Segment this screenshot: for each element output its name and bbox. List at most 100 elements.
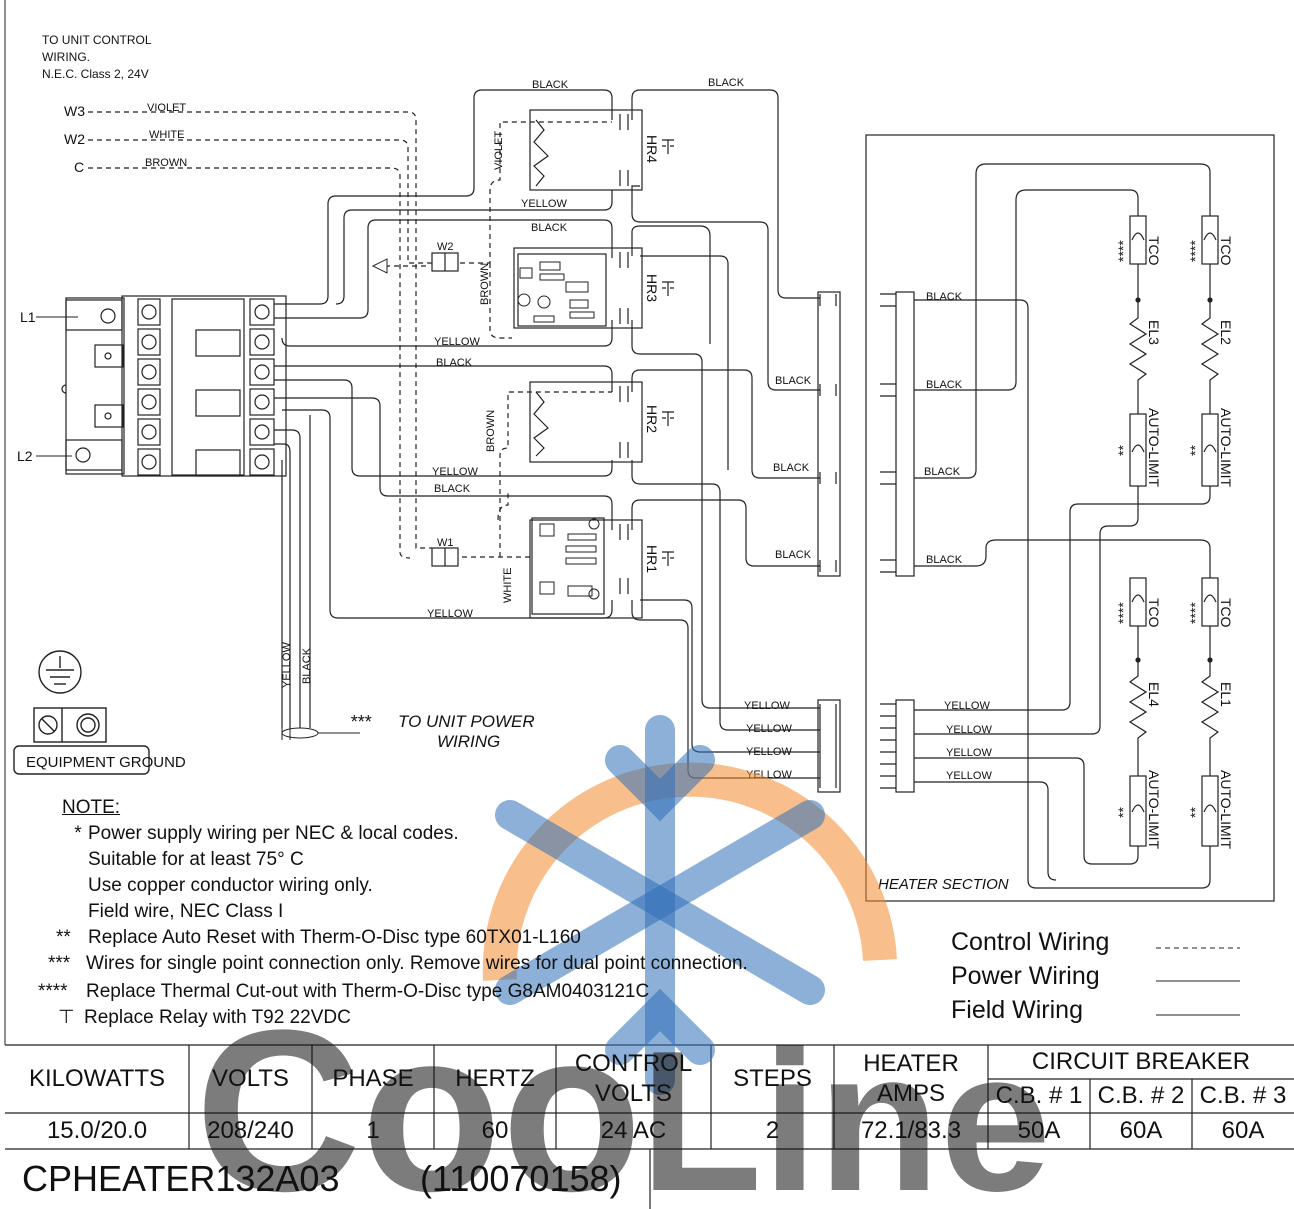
header-heater-amps: HEATER AMPS	[863, 1050, 959, 1107]
note-mark-8: ⊤	[58, 1007, 75, 1028]
auto-limit-label-1: AUTO-LIMIT	[1146, 408, 1162, 488]
model-name: CPHEATER132A03	[22, 1158, 340, 1199]
header-cb2: C.B. # 2	[1097, 1082, 1185, 1109]
note-text-2: Suitable for at least 75° C	[88, 849, 304, 870]
note-mark-1: *	[74, 823, 82, 844]
note-text-5: Replace Auto Reset with Therm-O-Disc typ…	[88, 927, 581, 948]
notes-title: NOTE:	[62, 797, 121, 818]
terminal-w3: W3	[64, 103, 85, 119]
wire-yellow-6: YELLOW	[746, 723, 792, 735]
value-control-volts: 24 AC	[600, 1117, 667, 1144]
element-el3: EL3	[1146, 320, 1162, 345]
wire-black-8: BLACK	[775, 549, 812, 561]
field-wiring-stars: ***	[350, 712, 372, 732]
tco-stars-1: ****	[1115, 240, 1131, 262]
heater-wire-yellow-4: YELLOW	[946, 770, 992, 782]
value-cb3: 60A	[1221, 1117, 1265, 1144]
terminal-w2: W2	[64, 131, 85, 147]
legend-field-wiring: Field Wiring	[951, 996, 1083, 1024]
tco-stars-3: ****	[1115, 602, 1131, 624]
note-mark-6: ***	[48, 953, 71, 974]
heater-wire-yellow-1: YELLOW	[944, 700, 990, 712]
wire-white-vertical: WHITE	[502, 568, 514, 603]
plug-connectors	[431, 252, 459, 567]
relay-boxes	[513, 109, 674, 619]
connector-w1: W1	[437, 537, 454, 549]
auto-limit-label-2: AUTO-LIMIT	[1218, 408, 1234, 488]
tco-stars-2: ****	[1187, 240, 1203, 262]
line-l2: L2	[17, 448, 33, 464]
wire-black-3: BLACK	[531, 222, 568, 234]
tco-stars-4: ****	[1187, 602, 1203, 624]
wire-yellow-8: YELLOW	[746, 769, 792, 781]
wire-brown-vertical-1: BROWN	[479, 263, 491, 305]
power-wires	[274, 89, 820, 779]
wire-label-white: WHITE	[149, 129, 184, 141]
note-text-8: Replace Relay with T92 22VDC	[84, 1007, 351, 1028]
header-cb3: C.B. # 3	[1199, 1082, 1287, 1109]
element-el2: EL2	[1218, 320, 1234, 345]
value-cb2: 60A	[1119, 1117, 1163, 1144]
heater-wires	[914, 163, 1220, 889]
line-l1: L1	[20, 309, 36, 325]
wire-yellow-5: YELLOW	[744, 700, 790, 712]
model-number: (110070158)	[420, 1158, 622, 1199]
wire-yellow-2: YELLOW	[434, 336, 480, 348]
field-wiring-line-1: TO UNIT POWER	[398, 712, 535, 731]
wire-yellow-1: YELLOW	[521, 198, 567, 210]
note-text-6: Wires for single point connection only. …	[86, 953, 748, 974]
wire-black-6: BLACK	[434, 483, 471, 495]
tco-label-1: TCO	[1146, 236, 1162, 266]
heater-wire-black-1: BLACK	[926, 291, 963, 303]
header-line-1: TO UNIT CONTROL	[42, 33, 152, 47]
relay-hr3: HR3	[644, 274, 660, 302]
relay-hr2: HR2	[644, 405, 660, 433]
wire-yellow-4: YELLOW	[427, 608, 473, 620]
relay-hr4: HR4	[644, 135, 660, 163]
value-heater-amps: 72.1/83.3	[860, 1117, 962, 1144]
heater-wire-black-2: BLACK	[926, 379, 963, 391]
relay-hr1: HR1	[644, 545, 660, 573]
header-cb1: C.B. # 1	[995, 1082, 1083, 1109]
heater-wire-black-3: BLACK	[924, 466, 961, 478]
tco-label-2: TCO	[1218, 236, 1234, 266]
wire-black-4: BLACK	[436, 357, 473, 369]
header-phase: PHASE	[332, 1065, 414, 1092]
value-volts: 208/240	[207, 1117, 294, 1144]
note-text-1: Power supply wiring per NEC & local code…	[88, 823, 459, 844]
heater-section-title: HEATER SECTION	[878, 876, 1009, 893]
value-cb1: 50A	[1017, 1117, 1061, 1144]
header-hertz: HERTZ	[455, 1065, 535, 1092]
terminal-block	[61, 295, 287, 477]
center-terminal-strips	[817, 134, 1275, 902]
value-kilowatts: 15.0/20.0	[46, 1117, 148, 1144]
limit-stars-3: **	[1115, 807, 1131, 818]
field-wiring-line-2: WIRING	[437, 732, 500, 751]
note-text-7: Replace Thermal Cut-out with Therm-O-Dis…	[86, 981, 650, 1002]
element-el1: EL1	[1218, 682, 1234, 707]
heater-wire-yellow-2: YELLOW	[946, 724, 992, 736]
wire-label-violet: VIOLET	[147, 102, 186, 114]
terminal-c: C	[74, 159, 84, 175]
wire-yellow-3: YELLOW	[432, 466, 478, 478]
note-text-3: Use copper conductor wiring only.	[88, 875, 373, 896]
limit-stars-2: **	[1187, 445, 1203, 456]
wire-brown-vertical-2: BROWN	[485, 410, 497, 452]
header-line-3: N.E.C. Class 2, 24V	[42, 67, 149, 81]
wire-black-2: BLACK	[708, 77, 745, 89]
wire-black-vertical: BLACK	[301, 647, 313, 684]
value-hertz: 60	[481, 1117, 509, 1144]
header-line-2: WIRING.	[42, 50, 90, 64]
connector-w2: W2	[437, 241, 454, 253]
header-control-volts: CONTROL VOLTS	[574, 1050, 693, 1107]
wire-yellow-vertical: YELLOW	[281, 642, 293, 688]
tco-label-4: TCO	[1218, 598, 1234, 628]
relay-board-details	[517, 261, 600, 600]
header-steps: STEPS	[733, 1065, 812, 1092]
value-steps: 2	[765, 1117, 780, 1144]
auto-limit-label-4: AUTO-LIMIT	[1218, 770, 1234, 850]
wire-black-5: BLACK	[775, 375, 812, 387]
wire-black-1: BLACK	[532, 79, 569, 91]
header-kilowatts: KILOWATTS	[28, 1065, 165, 1092]
